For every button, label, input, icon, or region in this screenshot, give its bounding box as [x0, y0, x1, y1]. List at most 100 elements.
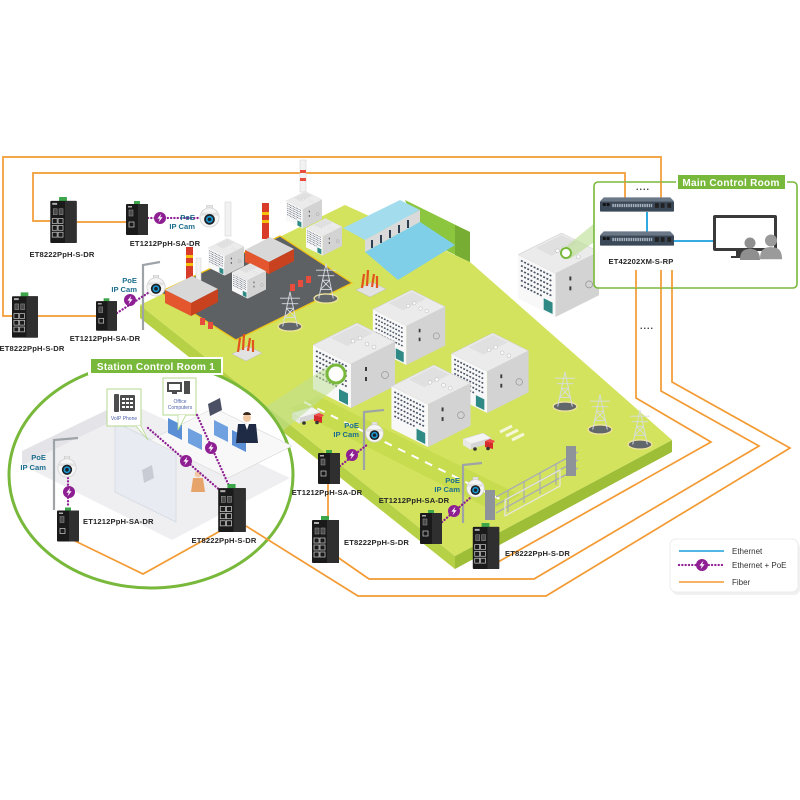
- industrial-switch-icon: [318, 450, 340, 484]
- lightning-bolt-icon: [124, 294, 136, 306]
- chimney-stripe: [186, 255, 193, 258]
- switch-model-label: ET8222PpH-S-DR: [30, 250, 95, 259]
- camera-label-line1: PoE: [122, 276, 137, 285]
- switch-model-label: ET8222PpH-S-DR: [0, 344, 65, 353]
- switch-model-label: ET1212PpH-SA-DR: [379, 496, 450, 505]
- main-control-room: .... ET42202XM-S-RP Main Control Room: [593, 174, 798, 289]
- industrial-switch-icon: [218, 484, 246, 532]
- camera-0: PoE IP Cam: [169, 205, 220, 231]
- legend-item-fiber: Fiber: [679, 578, 751, 587]
- hill-side: [455, 225, 470, 262]
- industrial-switch-icon: [50, 197, 77, 243]
- switch-3: ET1212PpH-SA-DR: [70, 297, 141, 343]
- transformer-unit: [355, 269, 387, 298]
- camera-3: PoE IP Cam: [333, 421, 384, 443]
- camera-4: PoE IP Cam: [434, 476, 485, 498]
- switch-model-label: ET8222PpH-S-DR: [192, 536, 257, 545]
- camera-label-line1: PoE: [445, 476, 460, 485]
- industrial-switch-icon: [96, 297, 117, 332]
- industrial-switch-icon: [12, 292, 38, 338]
- reservoir-water: [343, 200, 420, 240]
- core-switch-icon: [600, 231, 674, 247]
- chimney-stripe: [300, 170, 306, 173]
- office-chair: [142, 465, 154, 483]
- red-factory-front: [165, 290, 191, 316]
- core-switch-model-label: ET42202XM-S-RP: [609, 257, 674, 266]
- more-switches-indicator: ....: [636, 182, 650, 192]
- camera-1: PoE IP Cam: [111, 275, 166, 297]
- computer-tower-icon: [184, 381, 190, 394]
- red-factory-front: [245, 250, 269, 274]
- platform-side-right: [455, 440, 672, 569]
- camera-label-line2: IP Cam: [111, 285, 137, 294]
- fiber-link-outer-ring: [2, 156, 662, 317]
- industrial-switch-icon: [312, 516, 339, 563]
- station-control-room-title: Station Control Room 1: [97, 362, 215, 373]
- voip-phone-icon: [114, 394, 119, 412]
- office-worker: [236, 412, 258, 443]
- office-worker: [191, 470, 205, 492]
- switch-9: ET8222PpH-S-DR: [472, 523, 570, 569]
- station-control-room: VoIP Phone Office Computers Station Cont…: [7, 357, 295, 590]
- perimeter-fence: [485, 446, 579, 520]
- chimney-stripe: [300, 178, 306, 181]
- core-switch-icon: [600, 197, 674, 213]
- office-chair: [208, 398, 222, 416]
- camera-2: PoE IP Cam: [20, 453, 77, 478]
- switch-model-label: ET1212PpH-SA-DR: [130, 239, 201, 248]
- camera-poles: [52, 260, 483, 523]
- camera-label-line1: PoE: [180, 213, 195, 222]
- camera-label-line2: IP Cam: [434, 485, 460, 494]
- switch-model-label: ET1212PpH-SA-DR: [83, 517, 154, 526]
- location-marker: [325, 363, 347, 385]
- legend-label: Ethernet: [732, 547, 763, 556]
- camera-label-line1: PoE: [31, 453, 46, 462]
- switch-5: ET8222PpH-S-DR: [192, 484, 257, 545]
- legend: Ethernet Ethernet + PoE Fiber: [669, 538, 800, 595]
- switch-model-label: ET8222PpH-S-DR: [505, 549, 570, 558]
- industrial-switch-icon: [420, 510, 442, 544]
- lightning-bolt-icon: [346, 449, 358, 461]
- chimney: [224, 201, 232, 237]
- switch-model-label: ET1212PpH-SA-DR: [70, 334, 141, 343]
- switch-4: ET1212PpH-SA-DR: [57, 507, 154, 542]
- chimney-stripe: [262, 220, 269, 223]
- switch-6: ET1212PpH-SA-DR: [292, 450, 363, 497]
- legend-label: Fiber: [732, 578, 751, 587]
- camera-label-line2: IP Cam: [169, 222, 195, 231]
- voip-phone-label: VoIP Phone: [111, 416, 138, 422]
- gate: [504, 468, 561, 518]
- voip-phone-callout: VoIP Phone: [106, 388, 149, 441]
- fiber-link-field-gate-uplink: [497, 272, 713, 563]
- fiber-links-station: [72, 272, 792, 597]
- industrial-switch-icon: [126, 201, 148, 235]
- main-control-room-title-tag: Main Control Room: [676, 174, 787, 190]
- ip-camera-icon: [146, 275, 166, 297]
- chimney: [299, 159, 307, 193]
- fiber-link-station-local: [72, 529, 223, 575]
- more-links-indicator: ....: [640, 321, 654, 331]
- switch-8: ET1212PpH-SA-DR: [379, 496, 450, 544]
- switch-0: ET8222PpH-S-DR: [30, 197, 95, 259]
- camera-label-line2: IP Cam: [333, 430, 359, 439]
- crosswalk: [499, 424, 525, 442]
- dam-wall: [365, 210, 420, 252]
- fiber-link-station-uplink: [245, 272, 792, 597]
- power-plant: [158, 159, 354, 341]
- lightning-bolt-icon: [696, 559, 708, 571]
- spillway-water: [365, 222, 455, 280]
- red-factory-side: [191, 289, 218, 316]
- zoom-cone-main-control: [563, 222, 600, 259]
- hydro-dam: [343, 200, 470, 280]
- red-factory: [245, 237, 294, 262]
- transformer-unit: [231, 333, 263, 362]
- camera-label-line2: IP Cam: [20, 463, 46, 472]
- fiber-entries: [624, 182, 673, 288]
- switch-model-label: ET1212PpH-SA-DR: [292, 488, 363, 497]
- camera-label-line1: PoE: [344, 421, 359, 430]
- office-computers-callout: Office Computers: [162, 377, 197, 431]
- red-factory-side: [269, 249, 294, 274]
- location-marker: [560, 247, 572, 259]
- lightning-bolt-icon: [154, 212, 166, 224]
